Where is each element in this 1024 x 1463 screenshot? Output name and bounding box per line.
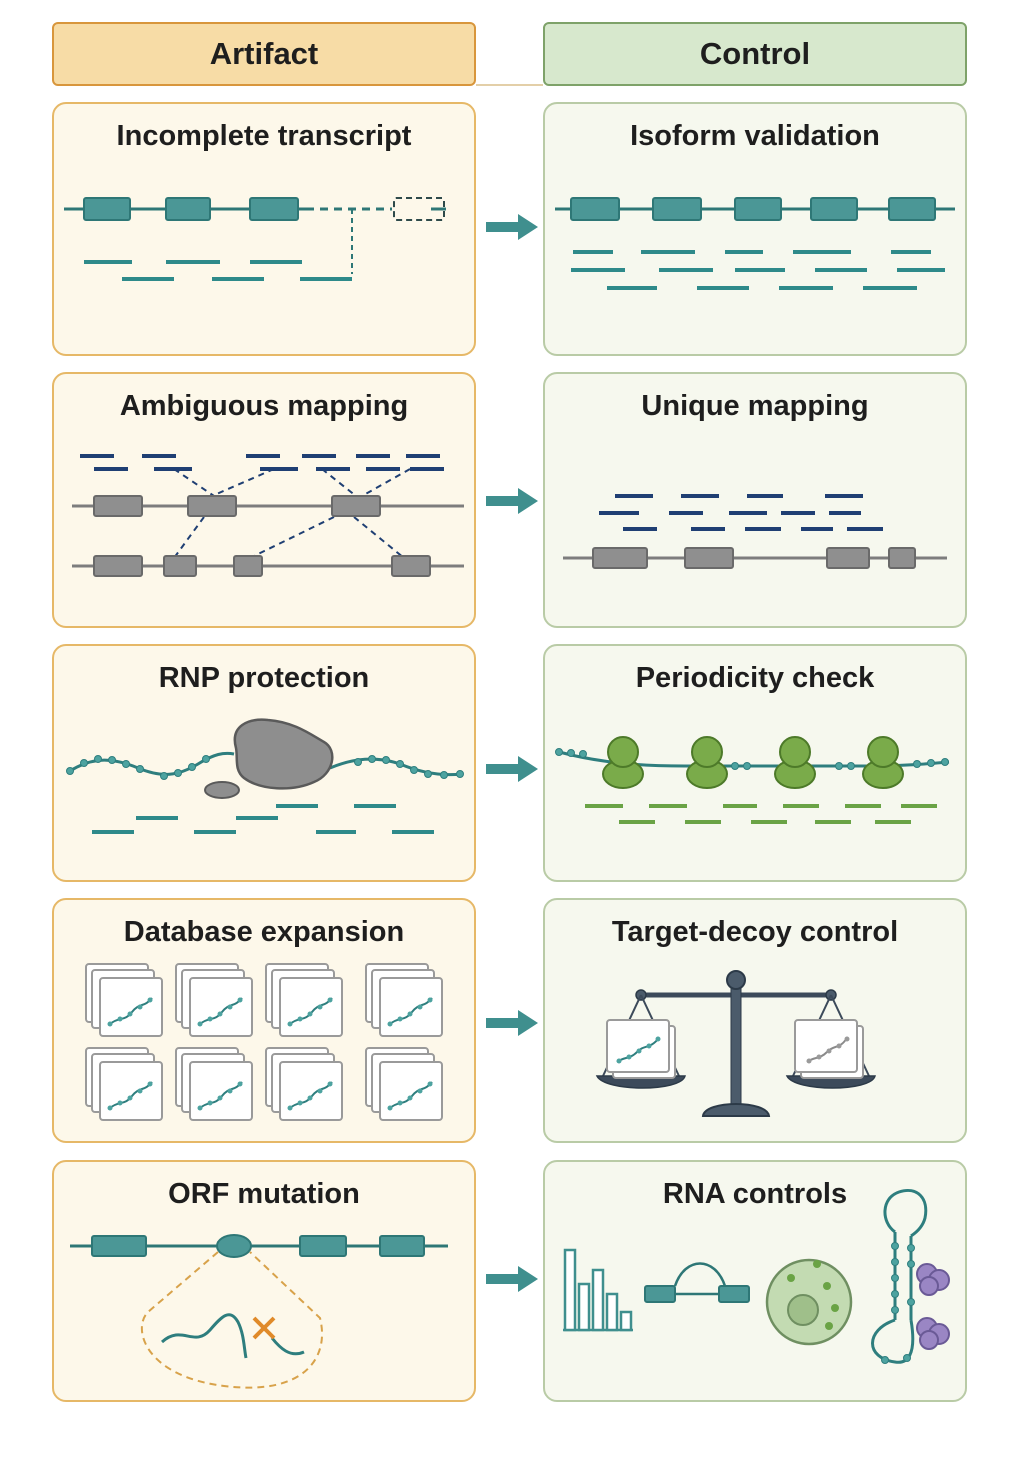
splice-junction-icon <box>644 1262 750 1303</box>
control-column-header: Control <box>543 22 967 86</box>
target-decoy-scale-illustration <box>595 970 876 1117</box>
mutation-cross-icon <box>252 1316 276 1340</box>
arrow-right-icon <box>486 1266 538 1292</box>
periodicity-check-illustration <box>555 736 950 824</box>
control-panel-isoform-validation: Isoform validation <box>543 102 967 356</box>
stacked-card-icon <box>85 963 163 1037</box>
unique-mapping-illustration <box>563 494 947 569</box>
panel-title: Unique mapping <box>641 390 869 422</box>
stacked-card-icon <box>265 963 343 1037</box>
rna-hairpin-icon <box>871 1189 950 1364</box>
control-panel-rna-controls: RNA controls <box>543 1160 967 1402</box>
incomplete-transcript-illustration <box>64 197 446 281</box>
artifact-panel-database-expansion: Database expansion <box>52 898 476 1143</box>
arrow-right-icon <box>486 756 538 782</box>
artifact-column-header: Artifact <box>52 22 476 86</box>
control-panel-target-decoy-control: Target-decoy control <box>543 898 967 1143</box>
cell-icon <box>765 1258 853 1346</box>
arrow-right-icon <box>486 214 538 240</box>
panel-title: Isoform validation <box>630 120 880 152</box>
stacked-card-icon <box>175 1047 253 1121</box>
panel-title: Periodicity check <box>635 662 875 694</box>
database-expansion-illustration <box>85 963 443 1121</box>
panel-title: RNP protection <box>158 662 370 694</box>
artifact-panel-incomplete-transcript: Incomplete transcript <box>52 102 476 356</box>
stacked-card-icon <box>85 1047 163 1121</box>
ribosome-icons <box>602 736 904 789</box>
artifact-panel-orf-mutation: ORF mutation <box>52 1160 476 1402</box>
arrow-right-icon <box>486 488 538 514</box>
bar-histogram-icon <box>563 1248 633 1332</box>
target-card-icon <box>606 1019 676 1079</box>
control-panel-unique-mapping: Unique mapping <box>543 372 967 628</box>
panel-title: Target-decoy control <box>611 916 899 948</box>
arrow-right-icon <box>486 1010 538 1036</box>
stacked-card-icon <box>265 1047 343 1121</box>
rna-controls-illustration <box>563 1189 950 1364</box>
orf-mutation-illustration <box>70 1234 448 1389</box>
panel-title: Database expansion <box>123 916 405 948</box>
rnp-protection-illustration <box>66 718 464 834</box>
ambiguous-mapping-illustration <box>72 454 464 577</box>
stacked-card-icon <box>175 963 253 1037</box>
artifact-panel-ambiguous-mapping: Ambiguous mapping <box>52 372 476 628</box>
decoy-card-icon <box>794 1019 864 1079</box>
panel-title: Incomplete transcript <box>116 120 412 152</box>
panel-title: ORF mutation <box>168 1178 360 1210</box>
panel-title: Ambiguous mapping <box>119 390 409 422</box>
isoform-validation-illustration <box>555 197 955 290</box>
panel-title: RNA controls <box>662 1178 848 1210</box>
control-panel-periodicity-check: Periodicity check <box>543 644 967 882</box>
stacked-card-icon <box>365 963 443 1037</box>
artifact-panel-rnp-protection: RNP protection <box>52 644 476 882</box>
stacked-card-icon <box>365 1047 443 1121</box>
header-connector <box>476 84 543 86</box>
